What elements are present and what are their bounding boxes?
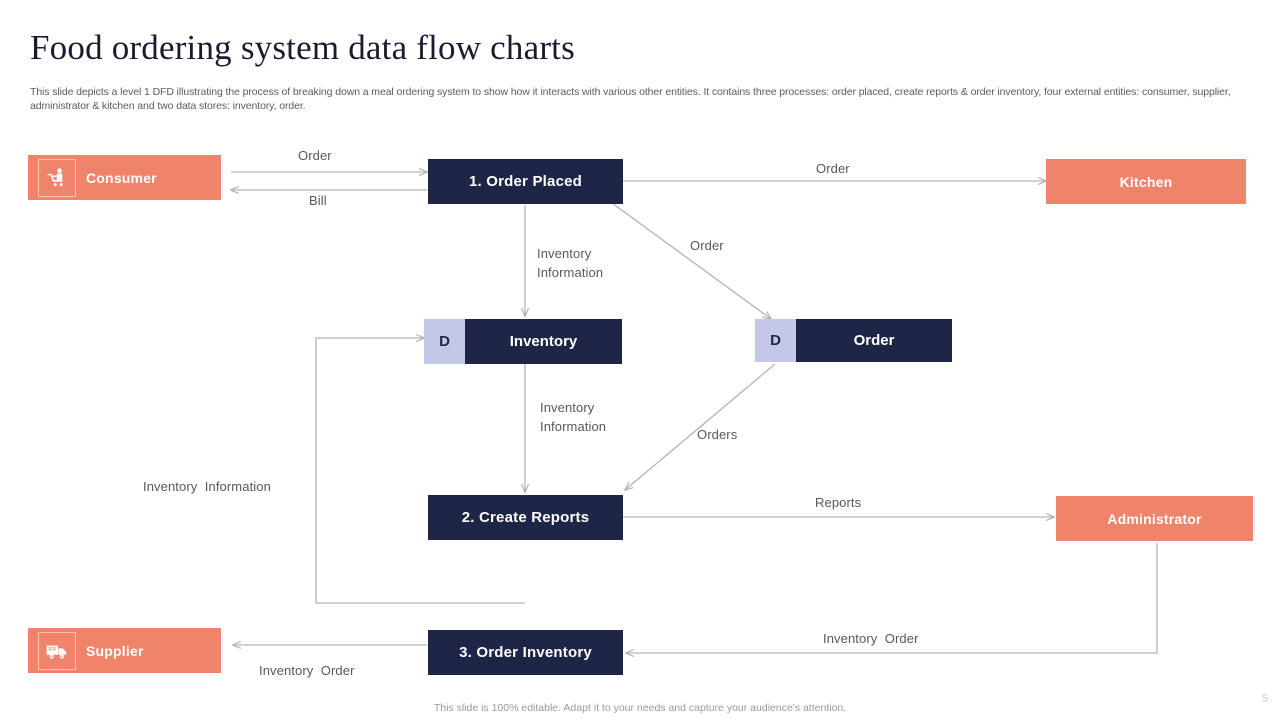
datastore-inventory-label: Inventory: [465, 319, 622, 364]
footer-note: This slide is 100% editable. Adapt it to…: [433, 702, 847, 714]
flow-label-reports: Reports: [815, 495, 862, 510]
process-order-inventory[interactable]: 3. Order Inventory: [428, 630, 623, 675]
flow-order-placed-to-order-store: [611, 202, 771, 319]
flow-label-order-kitchen: Order: [816, 161, 850, 176]
entity-consumer[interactable]: Consumer: [28, 155, 221, 200]
delivery-truck-icon: [38, 631, 76, 670]
process-order-placed-label: 1. Order Placed: [468, 173, 583, 190]
flow-label-bill: Bill: [309, 193, 327, 208]
page-subtitle: This slide depicts a level 1 DFD illustr…: [30, 86, 1231, 112]
process-order-inventory-label: 3. Order Inventory: [459, 644, 592, 661]
datastore-inventory[interactable]: D Inventory: [424, 319, 622, 364]
process-create-reports[interactable]: 2. Create Reports: [428, 495, 623, 540]
datastore-inventory-tag: D: [424, 319, 465, 364]
flow-label-order-consumer: Order: [298, 148, 332, 163]
process-order-placed[interactable]: 1. Order Placed: [428, 159, 623, 204]
flow-label-order-store: Order: [690, 238, 724, 253]
flow-inventory-to-order-inventory: [315, 338, 525, 604]
flow-label-inventory-information-top: Inventory Information: [537, 246, 604, 280]
entity-administrator[interactable]: Administrator: [1056, 496, 1253, 541]
datastore-order-label: Order: [796, 319, 952, 362]
flow-label-orders: Orders: [697, 427, 738, 442]
flow-label-inventory-order-admin: Inventory Order: [823, 631, 919, 646]
entity-supplier[interactable]: Supplier: [28, 628, 221, 673]
datastore-order[interactable]: D Order: [755, 319, 952, 362]
flow-label-inventory-information-left: Inventory Information: [143, 479, 271, 494]
page-title: Food ordering system data flow charts: [30, 28, 575, 67]
flow-label-inventory-order-supplier: Inventory Order: [259, 663, 355, 678]
entity-administrator-label: Administrator: [1107, 510, 1202, 527]
entity-kitchen[interactable]: Kitchen: [1046, 159, 1246, 204]
entity-kitchen-label: Kitchen: [1119, 173, 1173, 190]
process-create-reports-label: 2. Create Reports: [461, 509, 590, 526]
flow-label-inventory-information-mid: Inventory Information: [540, 400, 607, 434]
datastore-order-tag: D: [755, 319, 796, 362]
entity-consumer-label: Consumer: [86, 169, 157, 186]
entity-supplier-label: Supplier: [86, 642, 144, 659]
shopping-cart-person-icon: [38, 158, 76, 197]
page-number: 5: [1261, 693, 1268, 705]
